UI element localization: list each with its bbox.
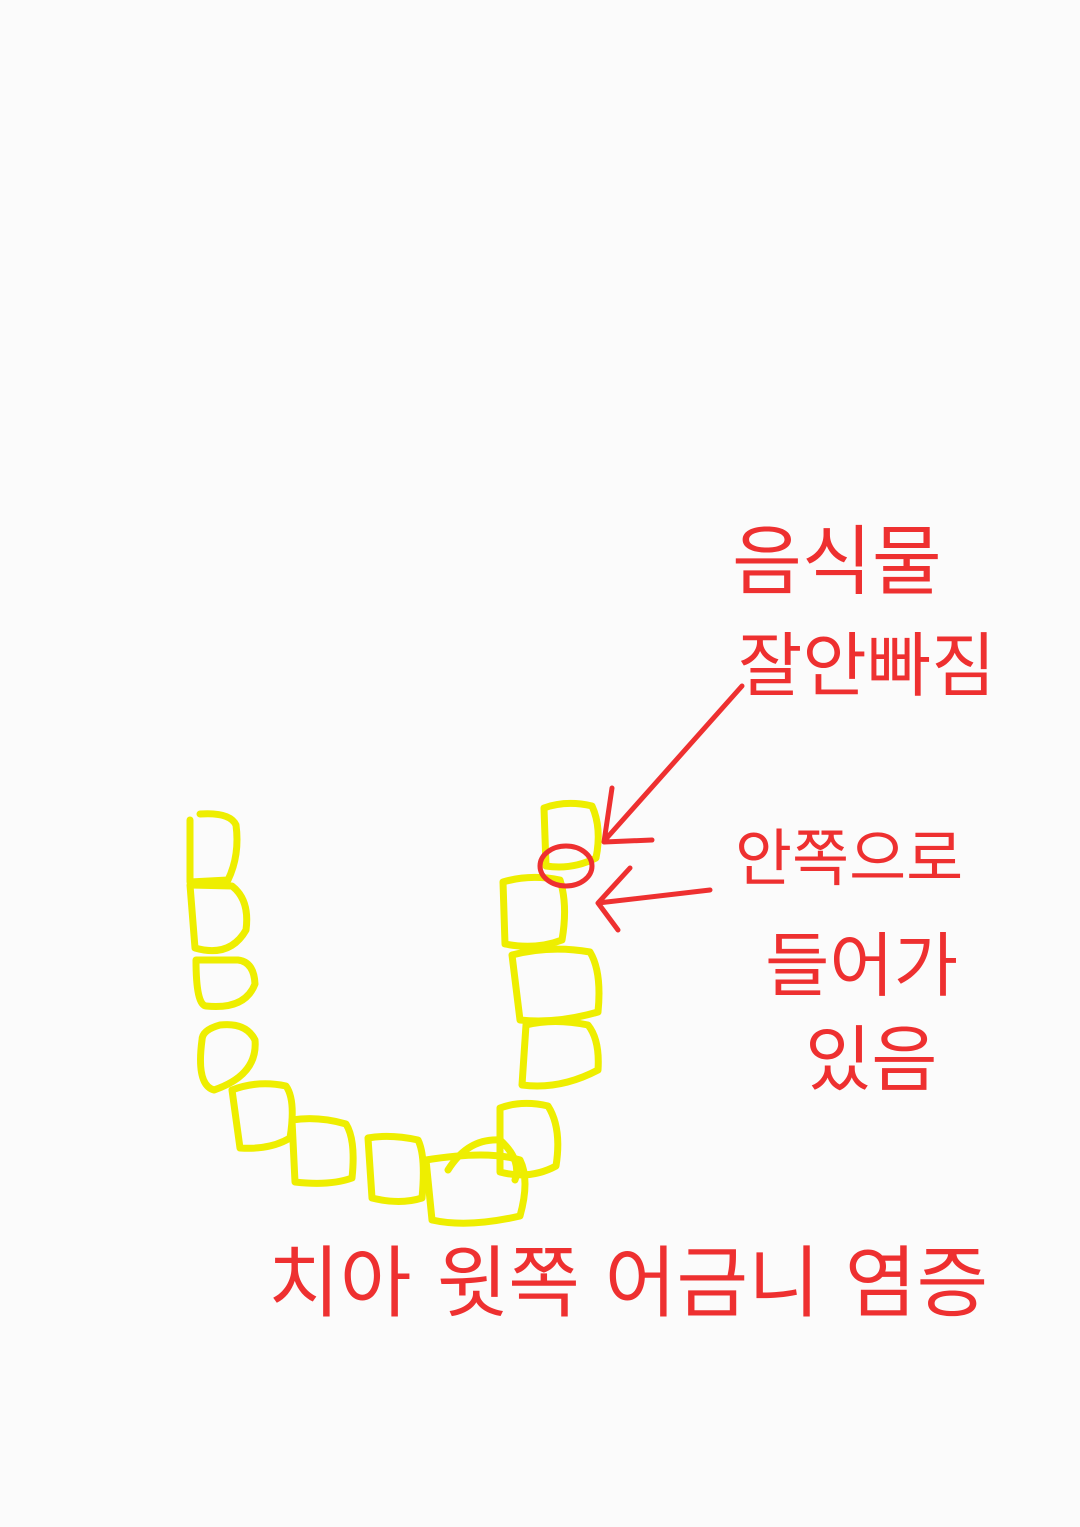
tooth-outline xyxy=(518,1018,602,1090)
tooth-outline xyxy=(496,1099,562,1179)
arrow-from-top-note xyxy=(601,683,745,845)
tooth-outline xyxy=(288,1115,357,1187)
side-note: 안쪽으로 들어가 있음 xyxy=(735,822,963,1102)
top-note: 음식물 잘안빠짐 xyxy=(732,517,996,707)
side-note-line-2: 들어가 xyxy=(765,925,958,1007)
bottom-note-text: 치아 윗쪽 어금니 염증 xyxy=(268,1239,988,1329)
arrow-from-side-note xyxy=(595,865,713,933)
tooth-outline xyxy=(508,945,603,1025)
tooth-outline xyxy=(364,1132,427,1205)
tooth-outline xyxy=(186,810,241,886)
tooth-outline xyxy=(186,881,251,955)
side-note-line-3: 있음 xyxy=(805,1018,937,1102)
top-note-line-2: 잘안빠짐 xyxy=(738,625,996,707)
teeth-arch-drawing xyxy=(186,799,603,1227)
tooth-outline xyxy=(192,956,259,1011)
tooth-outline xyxy=(499,873,569,950)
tooth-outline xyxy=(197,1021,259,1094)
red-markings xyxy=(537,683,745,933)
side-note-line-1: 안쪽으로 xyxy=(735,822,963,895)
top-note-line-1: 음식물 xyxy=(732,517,942,606)
problem-spot-circle xyxy=(537,843,595,889)
tooth-outline xyxy=(228,1080,296,1152)
tooth-outline xyxy=(540,799,602,871)
tooth-outline xyxy=(422,1151,529,1227)
bottom-note: 치아 윗쪽 어금니 염증 xyxy=(268,1239,988,1329)
